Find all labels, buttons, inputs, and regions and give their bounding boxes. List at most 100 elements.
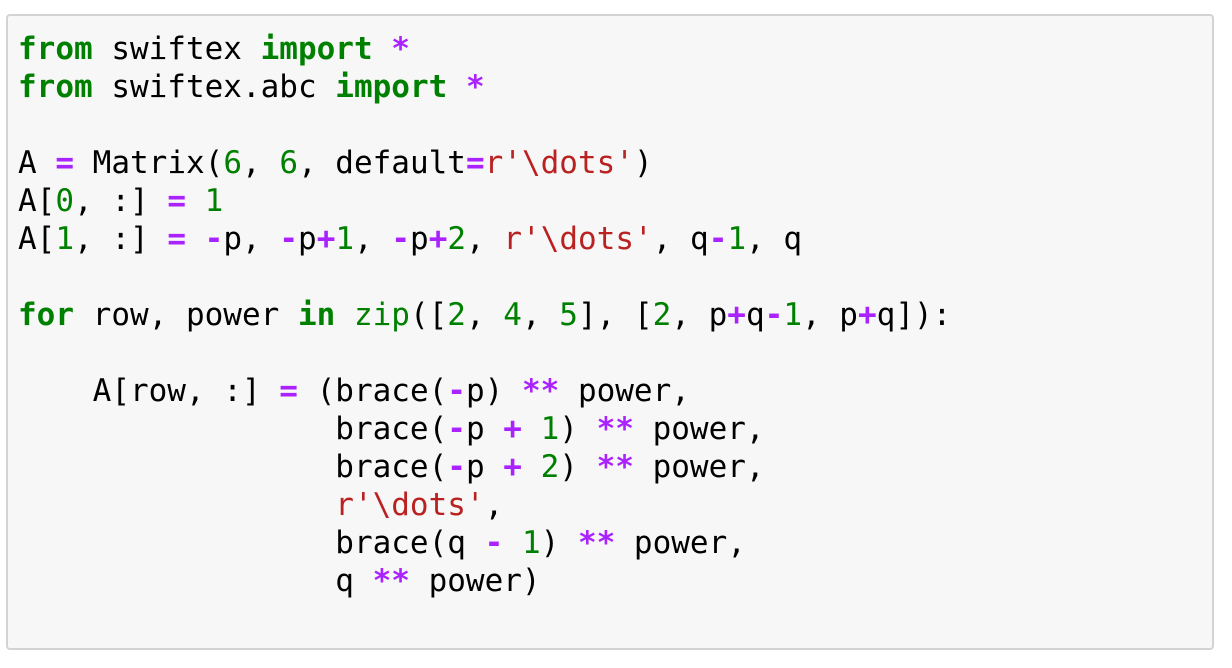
operator-token: - xyxy=(708,221,728,257)
keyword-token: import xyxy=(335,69,448,105)
code-text: ) xyxy=(540,525,578,561)
code-text xyxy=(447,69,466,105)
code-text: , :] xyxy=(74,221,168,257)
operator-token: + xyxy=(857,297,877,333)
number-token: 5 xyxy=(559,297,578,333)
code-text: power, xyxy=(559,373,690,409)
code-text: ) xyxy=(633,145,653,181)
operator-token: * xyxy=(465,69,485,105)
operator-token: = xyxy=(55,145,74,181)
number-token: 2 xyxy=(652,297,672,333)
string-token: r'\dots' xyxy=(484,145,634,181)
number-token: 2 xyxy=(447,221,467,257)
code-line: brace(q - 1) ** power, xyxy=(18,524,951,562)
code-text: A xyxy=(18,145,56,181)
code-line: brace(-p + 2) ** power, xyxy=(18,448,951,486)
code-text xyxy=(522,449,541,485)
code-text: , xyxy=(354,221,392,257)
code-text: , xyxy=(466,221,504,257)
operator-token: - xyxy=(447,449,466,485)
code-line: brace(-p + 1) ** power, xyxy=(18,410,951,448)
keyword-token: in xyxy=(297,297,336,333)
operator-token: - xyxy=(204,221,224,257)
number-token: 1 xyxy=(204,183,224,219)
code-text: (brace( xyxy=(297,373,448,409)
code-text: , xyxy=(484,487,504,523)
code-text: p xyxy=(465,449,504,485)
code-text: brace( xyxy=(18,449,448,485)
number-token: 1 xyxy=(55,221,74,257)
number-token: 6 xyxy=(279,145,298,181)
code-text: power) xyxy=(409,563,541,599)
code-text: , p xyxy=(671,297,728,333)
operator-token: - xyxy=(279,221,299,257)
code-text xyxy=(186,221,205,257)
code-block[interactable]: from swiftex import *from swiftex.abc im… xyxy=(18,30,951,600)
operator-token: - xyxy=(447,373,466,409)
code-line: q ** power) xyxy=(18,562,951,600)
code-line: r'\dots', xyxy=(18,486,951,524)
code-text: p) xyxy=(465,373,522,409)
operator-token: = xyxy=(465,145,485,181)
code-text: brace(q xyxy=(18,525,485,561)
operator-token: - xyxy=(764,297,784,333)
code-text: , xyxy=(241,145,280,181)
operator-token: ** xyxy=(372,563,410,599)
code-text: p xyxy=(298,221,317,257)
code-line: A[0, :] = 1 xyxy=(18,182,951,220)
code-text: p, xyxy=(223,221,280,257)
code-text: power, xyxy=(633,449,765,485)
code-line xyxy=(18,334,951,372)
code-text: , xyxy=(465,297,504,333)
code-text xyxy=(503,525,522,561)
code-line xyxy=(18,258,951,296)
code-text: q xyxy=(745,297,765,333)
code-text: A[row, :] xyxy=(18,373,280,409)
operator-token: + xyxy=(503,411,522,447)
code-text: A[ xyxy=(18,183,56,219)
number-token: 1 xyxy=(540,411,560,447)
code-text: ], [ xyxy=(577,297,653,333)
code-text: power, xyxy=(633,411,765,447)
code-cell[interactable]: from swiftex import *from swiftex.abc im… xyxy=(6,14,1214,650)
code-text xyxy=(186,183,205,219)
code-line xyxy=(18,106,951,144)
keyword-token: import xyxy=(260,31,373,67)
string-token: r'\dots' xyxy=(335,487,485,523)
operator-token: - xyxy=(447,411,466,447)
code-line: from swiftex.abc import * xyxy=(18,68,951,106)
number-token: 1 xyxy=(783,297,802,333)
code-text: p xyxy=(465,411,504,447)
operator-token: - xyxy=(484,525,504,561)
code-text: swiftex.abc xyxy=(92,69,336,105)
code-text: p xyxy=(410,221,429,257)
number-token: 1 xyxy=(727,221,747,257)
keyword-token: for xyxy=(18,297,74,333)
operator-token: - xyxy=(391,221,411,257)
operator-token: + xyxy=(316,221,336,257)
code-text: row, power xyxy=(74,297,298,333)
operator-token: ** xyxy=(596,411,634,447)
operator-token: + xyxy=(727,297,746,333)
code-text: q xyxy=(18,563,373,599)
code-text: , :] xyxy=(74,183,168,219)
code-text: ) xyxy=(559,411,597,447)
number-token: 2 xyxy=(540,449,560,485)
code-text: ) xyxy=(559,449,597,485)
code-text: ([ xyxy=(409,297,448,333)
code-text: power, xyxy=(615,525,746,561)
code-text: brace( xyxy=(18,411,448,447)
code-text: q]): xyxy=(876,297,952,333)
code-text: , q xyxy=(652,221,709,257)
code-text: , p xyxy=(801,297,858,333)
operator-token: + xyxy=(428,221,448,257)
code-text xyxy=(18,487,335,523)
operator-token: = xyxy=(167,183,186,219)
code-text: , default xyxy=(297,145,466,181)
number-token: 2 xyxy=(447,297,466,333)
number-token: 4 xyxy=(503,297,522,333)
code-text: A[ xyxy=(18,221,56,257)
keyword-token: from xyxy=(18,31,93,67)
builtin-token: zip xyxy=(353,297,410,333)
code-line: A[1, :] = -p, -p+1, -p+2, r'\dots', q-1,… xyxy=(18,220,951,258)
